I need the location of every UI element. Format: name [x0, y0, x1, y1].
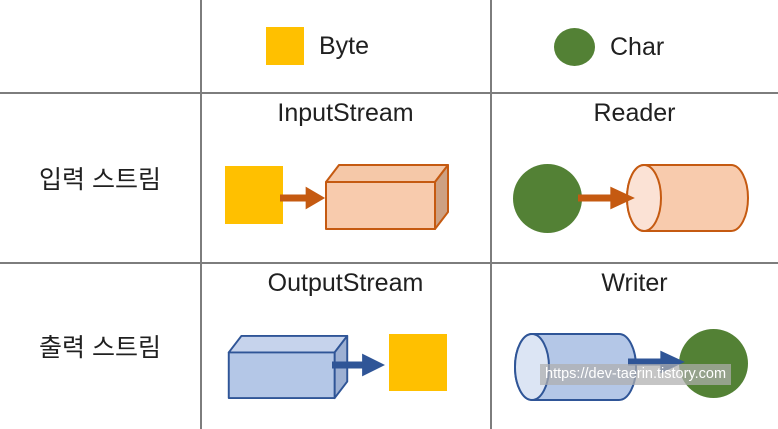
char-circle-icon	[679, 329, 748, 398]
char-circle-icon	[554, 28, 595, 66]
stream-pipe-icon	[625, 163, 751, 233]
byte-square-icon	[225, 166, 283, 224]
watermark-url: https://dev-taerin.tistory.com	[540, 364, 732, 385]
row-label-output-stream: 출력 스트림	[39, 334, 161, 362]
legend-byte-label: Byte	[319, 31, 370, 60]
legend-char: Char	[554, 28, 664, 66]
cell-title-writer: Writer	[601, 269, 668, 297]
table-horizontal-divider-1	[0, 92, 778, 94]
row-label-input-stream: 입력 스트림	[39, 165, 161, 194]
cell-title-inputstream: InputStream	[277, 99, 414, 127]
flow-arrow-icon	[578, 184, 636, 212]
byte-square-icon	[389, 334, 447, 391]
flow-arrow-icon	[332, 351, 386, 379]
stream-box-icon	[227, 333, 349, 400]
legend-char-label: Char	[610, 32, 665, 61]
cell-title-outputstream: OutputStream	[267, 269, 424, 297]
table-vertical-divider-1	[200, 0, 202, 429]
flow-arrow-icon	[280, 184, 326, 212]
table-vertical-divider-2	[490, 0, 492, 429]
legend-byte: Byte	[266, 27, 369, 65]
cell-title-reader: Reader	[593, 99, 676, 127]
stream-box-icon	[325, 162, 449, 231]
byte-square-icon	[266, 27, 304, 65]
table-horizontal-divider-2	[0, 262, 778, 264]
char-circle-icon	[513, 164, 582, 233]
